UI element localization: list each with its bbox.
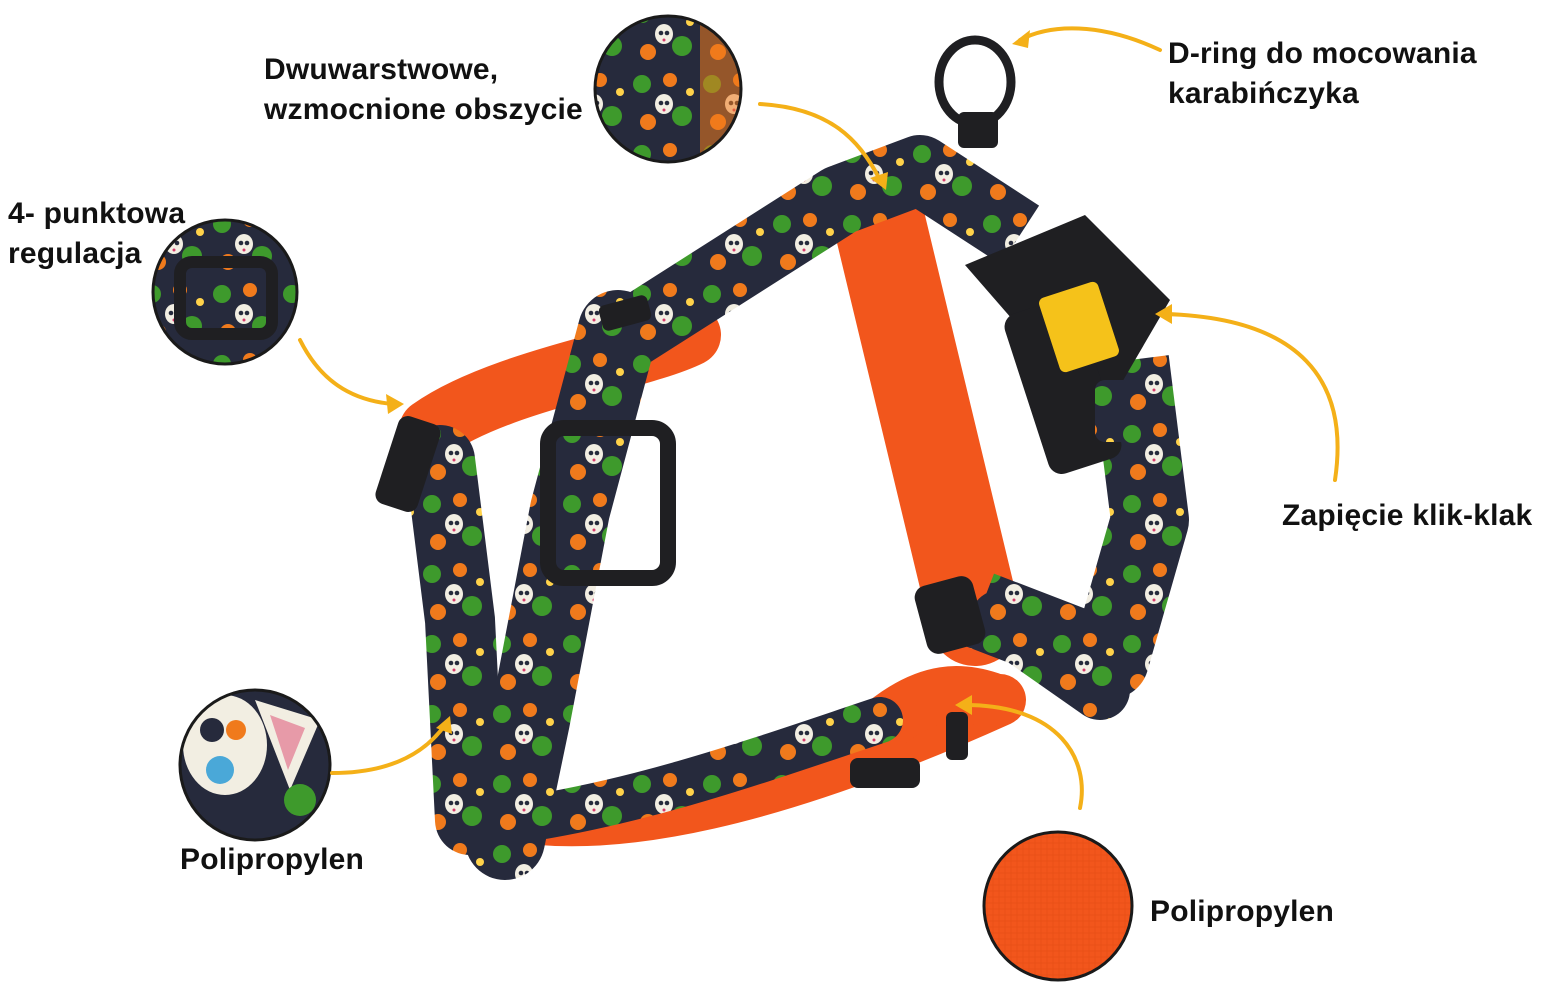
label-buckle-line1: Zapięcie klik-klak <box>1282 499 1533 532</box>
arrow-heads <box>386 30 1172 734</box>
label-adjustment-line1: 4- punktowa <box>8 197 186 230</box>
arrow-pattern-material <box>330 723 447 775</box>
slider-buckle <box>540 420 676 586</box>
arrow-orange-material <box>963 703 1084 810</box>
label-d-ring: D-ring do mocowania karabińczyka <box>1168 34 1477 114</box>
label-orange-material-line1: Polipropylen <box>1150 895 1335 928</box>
arrow-stitching <box>758 102 882 182</box>
label-pattern-material: Polipropylen <box>180 840 364 880</box>
label-adjustment: 4- punktowa regulacja <box>8 194 185 274</box>
label-adjustment-line2: regulacja <box>8 237 142 270</box>
arrow-buckle <box>1163 312 1340 482</box>
brand-badge <box>1039 281 1119 373</box>
label-orange-material: Polipropylen <box>1150 892 1334 932</box>
label-d-ring-line2: karabińczyka <box>1168 77 1359 110</box>
label-buckle: Zapięcie klik-klak <box>1282 496 1532 536</box>
zoom-pattern-material <box>178 688 332 842</box>
label-stitching-line1: Dwuwarstwowe, <box>264 53 499 86</box>
label-stitching-line2: wzmocnione obszycie <box>264 93 583 126</box>
arrow-adjustment <box>298 338 394 406</box>
zoom-stitching <box>593 14 743 164</box>
arrow-d-ring <box>1018 26 1162 52</box>
label-d-ring-line1: D-ring do mocowania <box>1168 37 1477 70</box>
d-ring <box>934 35 1016 129</box>
label-stitching: Dwuwarstwowe, wzmocnione obszycie <box>264 50 583 130</box>
callout-arrows <box>298 26 1340 810</box>
zoom-adjustment <box>151 218 299 366</box>
label-pattern-material-line1: Polipropylen <box>180 843 365 876</box>
harness <box>375 35 1189 880</box>
zoom-orange-material <box>982 830 1134 982</box>
click-buckle <box>965 215 1170 474</box>
